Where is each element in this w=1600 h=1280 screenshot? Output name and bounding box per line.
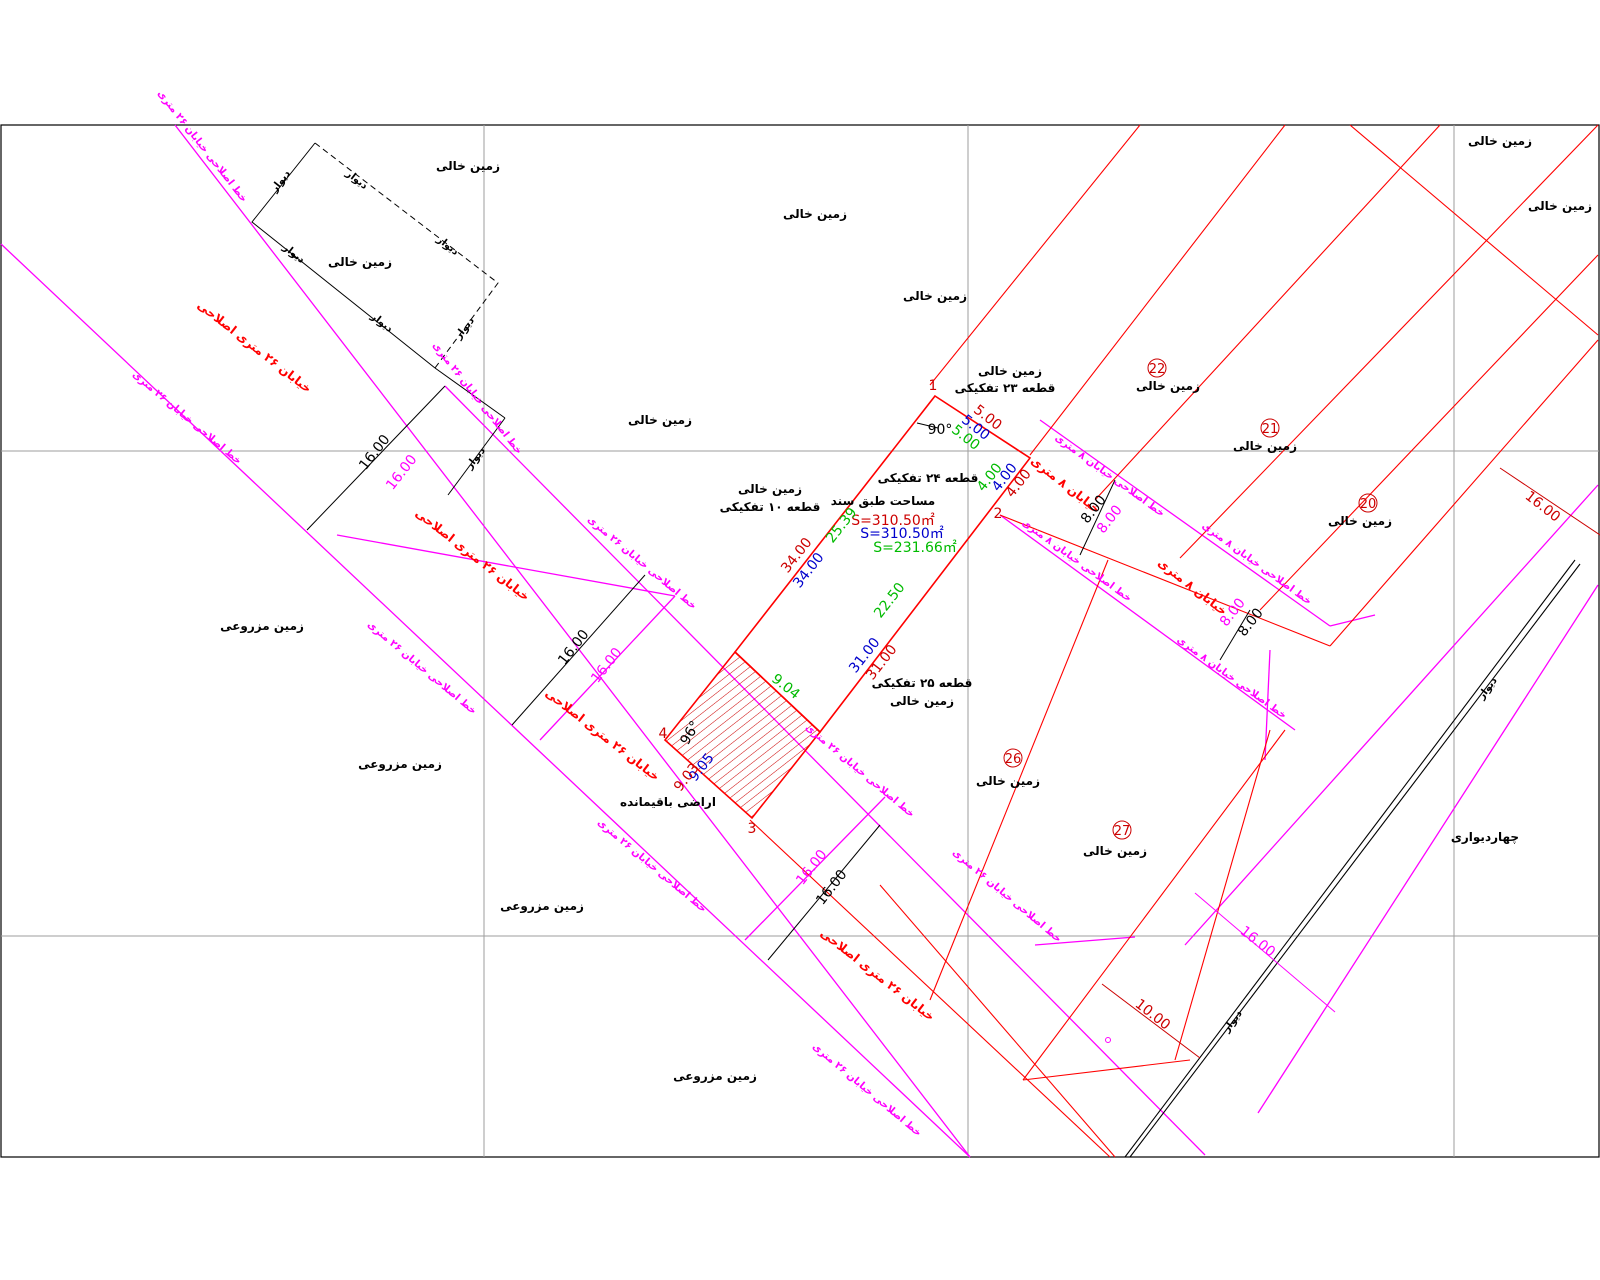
label-wall-9: دیوار <box>1221 1008 1245 1035</box>
dim-16-black-2: 16.00 <box>555 627 592 668</box>
dim-16-black-3: 16.00 <box>813 867 850 908</box>
label-vacant-3: زمین خالی <box>903 289 967 303</box>
label-vacant-4: زمین خالی <box>328 255 392 269</box>
label-vacant-10: زمین خالی <box>1328 514 1392 528</box>
parcel-number-26: 26 <box>1005 752 1022 767</box>
label-street-26-2: خیابان ۲۶ متری اصلاحی <box>413 506 533 604</box>
label-vacant-12: زمین خالی <box>890 694 954 708</box>
label-reform-8-2: خط اصلاحی خیابان ۸ متری <box>1200 521 1314 608</box>
label-vacant-5: زمین خالی <box>628 413 692 427</box>
parcel-boundaries <box>749 124 1599 1158</box>
label-vacant-8: زمین خالی <box>1136 379 1200 393</box>
label-wall-1: دیوار <box>269 168 293 195</box>
label-farm-4: زمین مزروعی <box>673 1069 757 1084</box>
label-parcel-10: قطعه ۱۰ تفکیکی <box>720 500 821 514</box>
label-wall-4: دیوار <box>434 234 461 258</box>
parcel-number-27: 27 <box>1114 824 1131 839</box>
label-reform-26-6: خط اصلاحی خیابان ۲۶ متری <box>595 817 708 915</box>
label-reform-26-1: خط اصلاحی خیابان ۲۶ متری <box>155 88 249 204</box>
label-farm-2: زمین مزروعی <box>358 757 442 772</box>
label-reform-26-4: خط اصلاحی خیابان ۲۶ متری <box>130 369 243 467</box>
label-vacant-7: زمین خالی <box>738 482 802 496</box>
vertex-3: 3 <box>748 821 757 837</box>
dim-2250-green: 22.50 <box>871 580 908 621</box>
label-reform-26-3: خط اصلاحی خیابان ۲۶ متری <box>585 514 698 612</box>
vertex-4: 4 <box>659 726 668 742</box>
label-parcel-25: قطعه ۲۵ تفکیکی <box>872 676 973 690</box>
label-reform-26-2: خط اصلاحی خیابان ۲۶ متری <box>430 340 524 456</box>
label-parcel-24: قطعه ۲۴ تفکیکی <box>878 471 979 485</box>
label-wall-6: دیوار <box>453 315 477 342</box>
label-reform-26-9: خط اصلاحی خیابان ۲۶ متری <box>950 847 1063 945</box>
label-reform-8-4: خط اصلاحی خیابان ۸ متری <box>1175 635 1289 722</box>
street-26-lines <box>0 124 1206 1158</box>
area-value-green: S=231.66㎡ <box>873 540 957 556</box>
dim-16-mag-2: 16.00 <box>588 645 625 686</box>
parcel-number-22: 22 <box>1149 362 1166 377</box>
label-wall-8: دیوار <box>1476 675 1500 702</box>
label-reform-26-5: خط اصلاحی خیابان ۲۶ متری <box>365 619 478 717</box>
label-street-26-1: خیابان ۲۶ متری اصلاحی <box>195 298 315 396</box>
label-vacant-2: زمین خالی <box>783 207 847 221</box>
dimension-lines <box>306 385 1251 961</box>
label-vacant-11: زمین خالی <box>1468 134 1532 148</box>
label-remaining-land: اراضی باقیمانده <box>620 795 716 809</box>
label-farm-1: زمین مزروعی <box>220 619 304 634</box>
label-wall-5: دیوار <box>368 311 395 335</box>
label-vacant-13: زمین خالی <box>976 774 1040 788</box>
street-8-lines <box>999 419 1599 1114</box>
label-reform-26-7: خط اصلاحی خیابان ۲۶ متری <box>810 1041 923 1139</box>
survey-point <box>1105 1037 1111 1043</box>
label-vacant-6: زمین خالی <box>978 364 1042 378</box>
label-vacant-15: زمین خالی <box>1528 199 1592 213</box>
label-wall-3: دیوار <box>280 242 307 266</box>
sheet-frame <box>0 124 1600 1158</box>
dim-16-mag-5: 16.00 <box>1237 923 1278 960</box>
dim-16-black-1: 16.00 <box>356 432 393 473</box>
parcel-number-21: 21 <box>1262 422 1279 437</box>
label-vacant-9: زمین خالی <box>1233 439 1297 453</box>
dimension-lines-magenta <box>1194 892 1336 1013</box>
label-enclosure: چهاردیواری <box>1451 830 1519 845</box>
label-farm-3: زمین مزروعی <box>500 899 584 914</box>
vertex-1: 1 <box>929 378 938 394</box>
dim-16-mag-1: 16.00 <box>383 452 420 493</box>
area-value-blue: S=310.50㎡ <box>860 526 944 542</box>
wall-enclosure <box>251 142 506 496</box>
label-vacant-14: زمین خالی <box>1083 844 1147 858</box>
dim-16-red-4: 16.00 <box>1522 488 1563 525</box>
label-street-8-2: خیابان ۸ متری <box>1155 556 1230 619</box>
label-area-title: مساحت طبق سند <box>831 494 936 508</box>
vertex-2: 2 <box>994 506 1003 522</box>
area-value-red: S=310.50㎡ <box>851 513 935 529</box>
label-vacant-1: زمین خالی <box>436 159 500 173</box>
subject-parcel <box>663 394 1032 820</box>
parcel-number-20: 20 <box>1360 497 1377 512</box>
dimension-lines-red <box>1101 467 1600 1059</box>
label-wall-2: دیوار <box>343 168 370 192</box>
label-parcel-23: قطعه ۲۳ تفکیکی <box>955 381 1056 395</box>
parcel-number-circles <box>1003 358 1378 840</box>
dim-10-red: 10.00 <box>1132 996 1173 1033</box>
label-street-26-4: خیابان ۲۶ متری اصلاحی <box>818 926 938 1024</box>
angle-90: 90° <box>928 422 953 438</box>
